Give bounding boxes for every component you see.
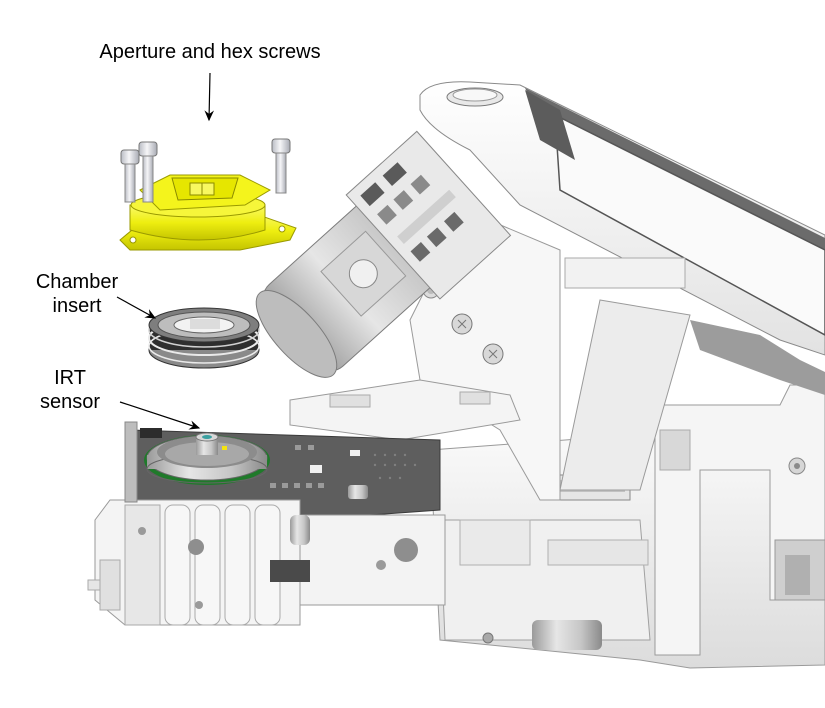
irt-sensor-label: IRT sensor: [20, 366, 120, 414]
irt-sensor-label-line1: IRT: [54, 367, 86, 389]
hex-screw-1: [138, 141, 158, 203]
irt-sensor: [144, 432, 270, 485]
irt-sensor-label-line2: sensor: [39, 391, 101, 413]
chamber-insert-label-line1: Chamber: [35, 271, 119, 293]
chamber-insert-label-line2: insert: [52, 295, 102, 317]
hex-screw-2: [120, 149, 140, 203]
aperture-assembly: [119, 138, 297, 251]
chamber-insert-arrow: [116, 296, 157, 319]
aperture-arrow: [204, 72, 215, 122]
irt-sensor-arrow: [119, 401, 201, 430]
device-housing: [255, 81, 825, 669]
aperture-label-text: Aperture and hex screws: [99, 41, 321, 63]
chamber-insert: [148, 307, 260, 369]
base-assembly: [87, 421, 446, 626]
chamber-insert-label: Chamber insert: [18, 270, 136, 318]
aperture-label: Aperture and hex screws: [60, 40, 360, 64]
hex-screw-3: [271, 138, 291, 194]
